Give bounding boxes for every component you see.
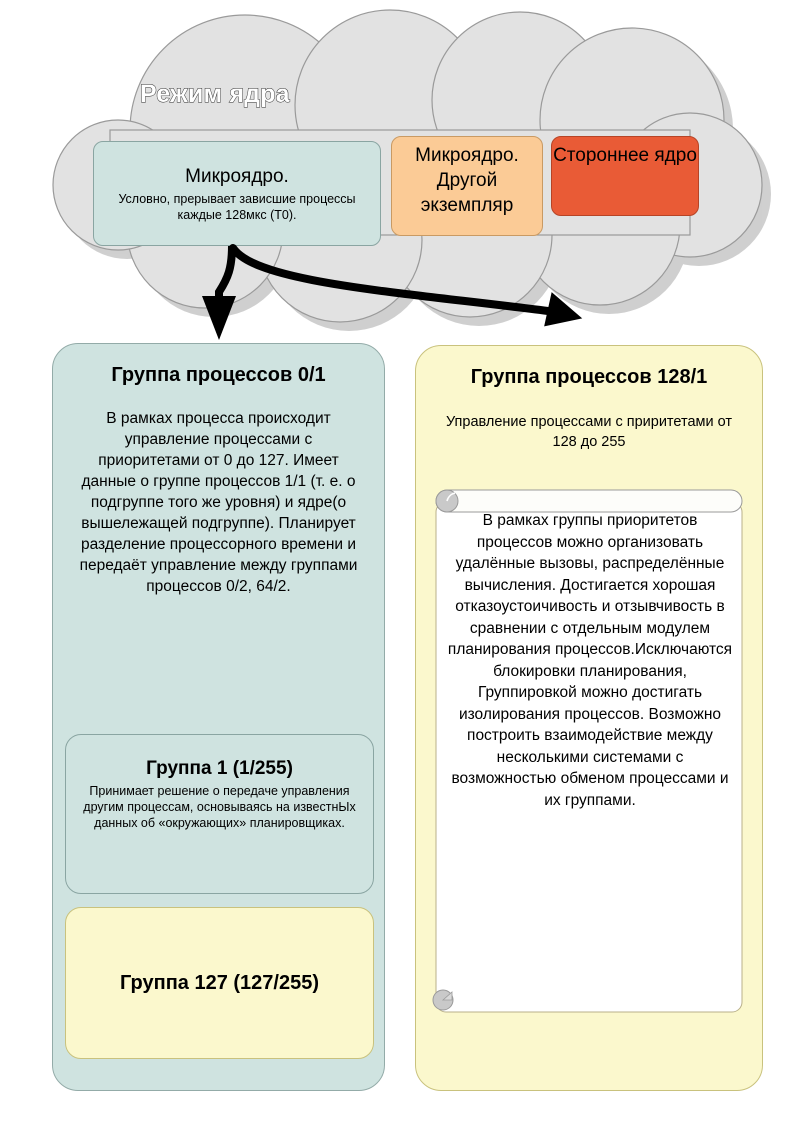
group-1-box[interactable]: Группа 1 (1/255) Принимает решение о пер… — [65, 734, 374, 894]
scroll-top-roll — [435, 489, 743, 513]
process-group-0-1-heading: Группа процессов 0/1 — [111, 364, 326, 386]
group-1-body: Принимает решение о передаче управления … — [83, 784, 356, 830]
process-group-0-1-body: В рамках процесса происходит управление … — [79, 410, 358, 595]
process-group-0-1-panel[interactable]: Группа процессов 0/1 В рамках процесса п… — [52, 343, 385, 1091]
group-127-box[interactable]: Группа 127 (127/255) — [65, 907, 374, 1059]
microkernel-main-box[interactable]: Микроядро. Условно, прерывает зависшие п… — [93, 141, 381, 246]
foreign-kernel-title: Стороннее ядро — [553, 145, 697, 166]
foreign-kernel-box[interactable]: Стороннее ядро — [551, 136, 699, 216]
scroll-top-curl-highlight — [446, 492, 456, 502]
process-group-128-1-heading: Группа процессов 128/1 — [470, 366, 708, 388]
scroll-bottom-curl-fold — [441, 991, 453, 1001]
process-group-128-1-panel[interactable]: Группа процессов 128/1 Управление процес… — [415, 345, 763, 1091]
microkernel-main-subtitle: Условно, прерывает зависшие процессы каж… — [118, 191, 356, 222]
scroll-document-shape — [432, 489, 743, 1013]
group-127-title: Группа 127 (127/255) — [119, 971, 320, 994]
cloud-title: Режим ядра — [140, 80, 290, 109]
microkernel-main-title: Микроядро. — [185, 165, 289, 187]
scroll-document-body: В рамках группы приоритетов процессов мо… — [447, 512, 733, 809]
scroll-document-panel[interactable]: В рамках группы приоритетов процессов мо… — [430, 488, 750, 1023]
microkernel-other-instance-box[interactable]: Микроядро. Другой экземпляр — [391, 136, 543, 236]
microkernel-other-title: Микроядро. Другой экземпляр — [415, 145, 519, 216]
process-group-128-1-subtitle: Управление процессами с приритетами от 1… — [445, 414, 733, 450]
group-1-title: Группа 1 (1/255) — [146, 758, 293, 779]
